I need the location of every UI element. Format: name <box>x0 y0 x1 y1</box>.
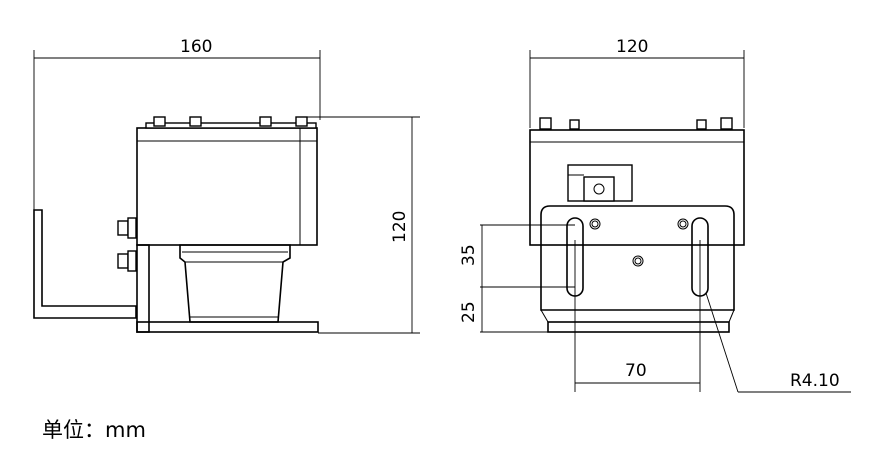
side-view: 120 <box>459 37 851 393</box>
front-width-label: 160 <box>180 37 212 57</box>
side-top-bolts <box>539 117 733 130</box>
slot-spacing-label: 70 <box>625 361 647 381</box>
side-width-label: 120 <box>616 37 648 57</box>
mounting-bracket <box>540 205 735 311</box>
slot-spacing-dimension: 70 <box>574 240 701 392</box>
slot-upper-dimension: 35 <box>459 224 575 288</box>
slot-upper-label: 35 <box>459 244 479 266</box>
top-bolts <box>153 116 308 127</box>
lens-cup <box>179 244 291 323</box>
front-view: 160 120 <box>33 37 420 334</box>
front-height-dimension: 120 <box>300 116 420 334</box>
side-base-plate <box>547 321 730 333</box>
bracket-holes <box>589 218 689 267</box>
slot-radius-label: R4.10 <box>790 371 840 391</box>
lower-bracket <box>136 244 150 333</box>
main-housing <box>136 127 318 246</box>
side-width-dimension: 120 <box>529 37 745 128</box>
slot-lower-dimension: 25 <box>459 287 548 333</box>
top-plate <box>145 122 317 129</box>
front-height-label: 120 <box>390 211 410 243</box>
side-bolts <box>117 217 137 272</box>
unit-note: 单位：mm <box>42 418 146 442</box>
side-housing <box>529 129 745 246</box>
front-base-plate <box>136 321 319 333</box>
slot-radius-leader: R4.10 <box>705 292 851 393</box>
slot-lower-label: 25 <box>459 301 479 323</box>
front-width-dimension: 160 <box>33 37 321 210</box>
connector <box>567 164 633 202</box>
left-flange <box>33 209 137 319</box>
